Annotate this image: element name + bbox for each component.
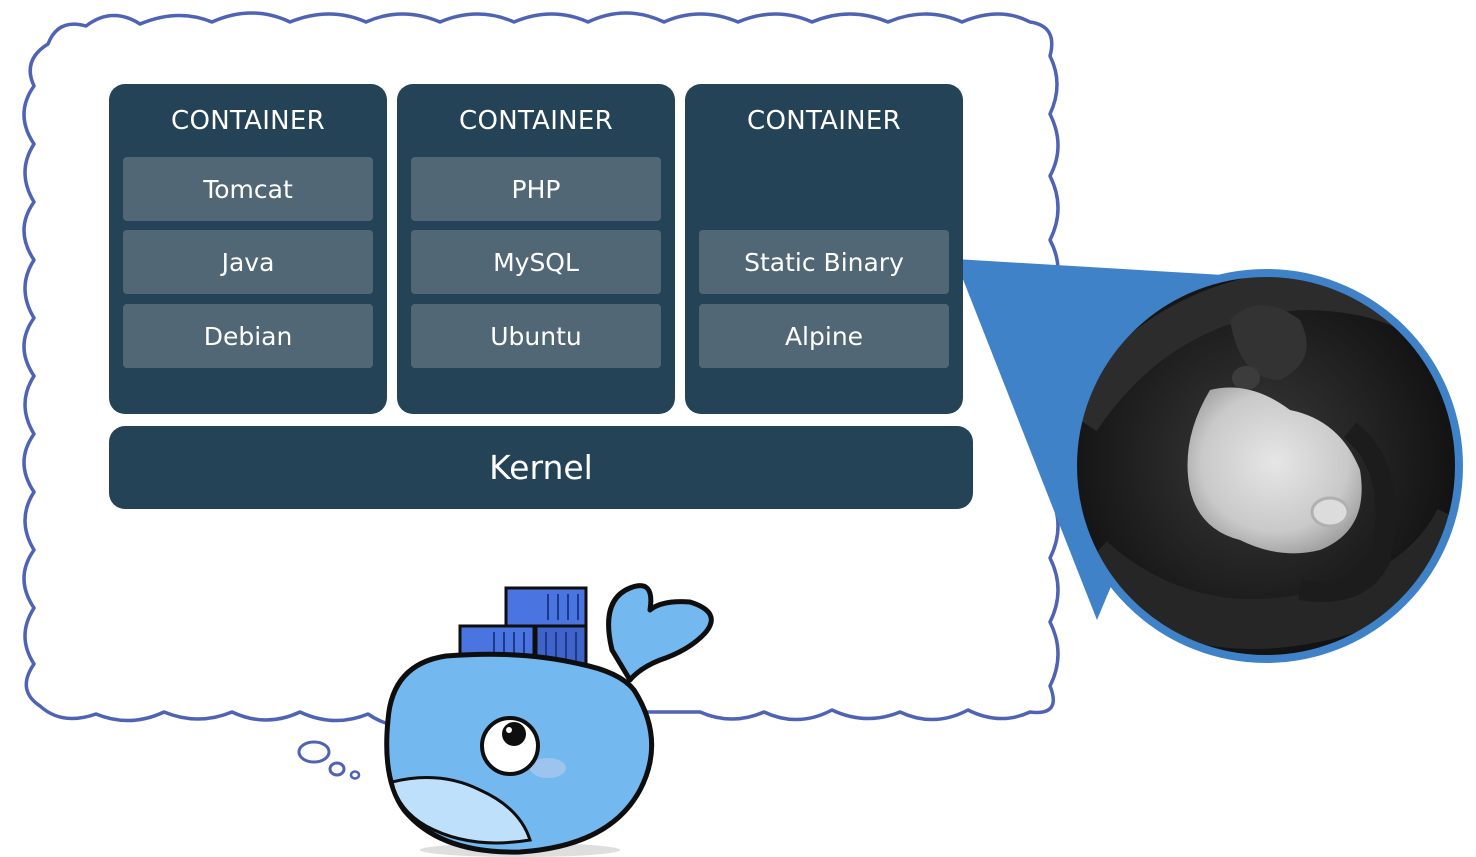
layer-php: PHP xyxy=(411,157,661,221)
kernel-bar: Kernel xyxy=(109,426,973,509)
layer-ubuntu: Ubuntu xyxy=(411,304,661,368)
layer-mysql: MySQL xyxy=(411,230,661,294)
layer-static-binary: Static Binary xyxy=(699,230,949,294)
layer-java: Java xyxy=(123,230,373,294)
thought-bubble-small xyxy=(349,770,361,780)
thought-bubble-large xyxy=(297,740,331,764)
layer-tomcat: Tomcat xyxy=(123,157,373,221)
container-2: CONTAINER PHP MySQL Ubuntu xyxy=(397,84,675,414)
layer-debian: Debian xyxy=(123,304,373,368)
container-title: CONTAINER xyxy=(170,106,326,136)
layer-alpine: Alpine xyxy=(699,304,949,368)
scan-image xyxy=(1069,269,1463,663)
container-title: CONTAINER xyxy=(458,106,614,136)
container-1: CONTAINER Tomcat Java Debian xyxy=(109,84,387,414)
container-3: CONTAINER Static Binary Alpine xyxy=(685,84,963,414)
docker-whale-icon xyxy=(384,583,714,857)
container-title: CONTAINER xyxy=(746,106,902,136)
thought-bubble-medium xyxy=(328,761,346,777)
